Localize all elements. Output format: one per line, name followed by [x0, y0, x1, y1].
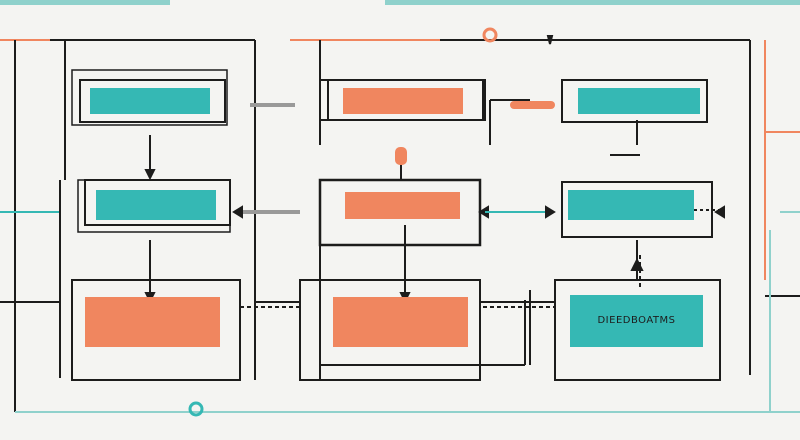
- box-top-left: [90, 88, 210, 114]
- box-mid-right: [568, 190, 694, 220]
- arrows: [144, 35, 725, 304]
- box-bottom-right-label: DIEEDBOATMS: [597, 315, 676, 327]
- orange-pins: [395, 101, 555, 180]
- box-mid-center: [345, 192, 460, 219]
- box-bottom-left: [85, 297, 220, 347]
- box-bottom-center: [333, 297, 468, 347]
- top-accent: [0, 0, 800, 5]
- circle-nodes: [188, 27, 498, 417]
- box-mid-left: [96, 190, 216, 220]
- box-frames: [71, 69, 721, 381]
- box-bottom-right: DIEEDBOATMS: [570, 295, 703, 347]
- box-top-center: [343, 88, 463, 114]
- box-top-right: [578, 88, 700, 114]
